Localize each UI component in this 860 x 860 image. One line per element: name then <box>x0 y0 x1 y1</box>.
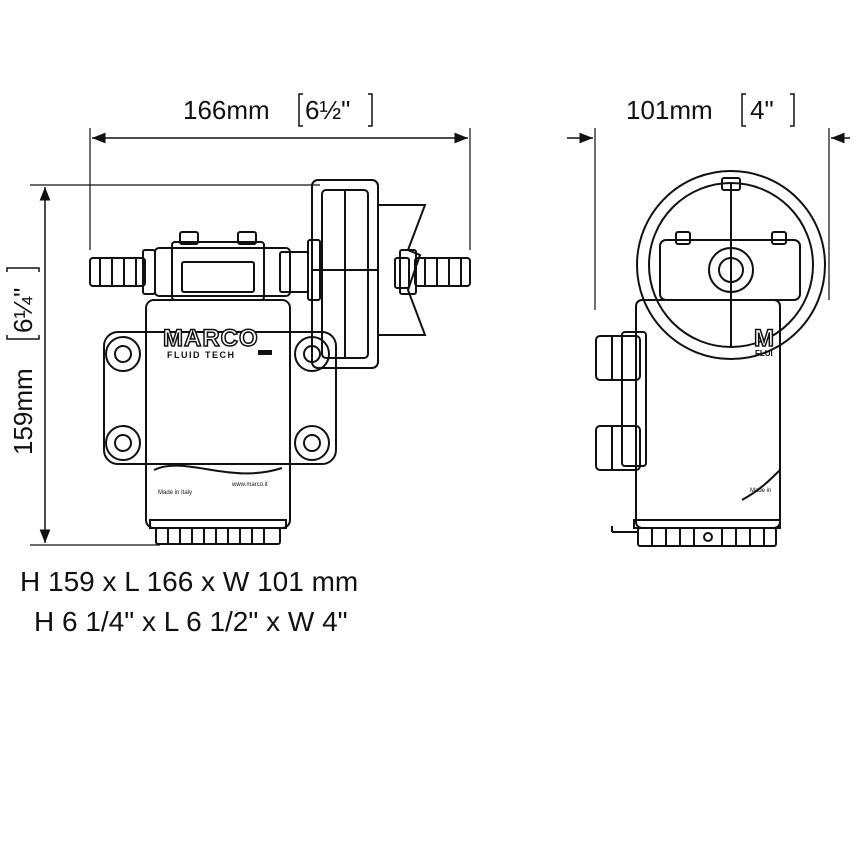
right-hose-barb <box>399 249 471 295</box>
svg-text:166mm: 166mm <box>183 95 270 125</box>
pump-head-block <box>659 231 801 301</box>
mounting-bracket <box>103 331 337 465</box>
svg-text:6½": 6½" <box>305 95 350 125</box>
motor-housing-side <box>611 299 781 547</box>
brand-logo-side: M FLUI Made in <box>750 324 775 494</box>
mounting-bracket-side <box>595 331 647 471</box>
end-cover-round <box>636 170 826 360</box>
caption-imperial: H 6 1/4" x L 6 1/2" x W 4" <box>34 606 348 637</box>
brand-logo: MARCO FLUID TECH Made in Italy www.marco… <box>158 324 272 496</box>
height-label: 159mm 6¼" <box>6 267 40 455</box>
svg-text:6¼": 6¼" <box>8 288 38 333</box>
svg-text:Made in: Made in <box>750 488 771 494</box>
caption-metric: H 159 x L 166 x W 101 mm <box>20 566 359 597</box>
svg-text:M: M <box>754 325 774 352</box>
svg-text:159mm: 159mm <box>8 368 38 455</box>
pump-head <box>154 231 309 301</box>
height-dimension-line <box>30 184 320 546</box>
svg-text:Made in Italy: Made in Italy <box>158 490 192 496</box>
width-dimension-line <box>567 128 850 310</box>
front-view <box>30 128 471 546</box>
width-label: 101mm 4" <box>626 93 795 127</box>
svg-text:4": 4" <box>750 95 774 125</box>
svg-text:FLUI: FLUI <box>755 349 773 358</box>
length-dimension-line <box>89 128 471 250</box>
svg-text:101mm: 101mm <box>626 95 713 125</box>
svg-text:FLUID TECH: FLUID TECH <box>167 350 236 360</box>
end-cover <box>307 179 427 369</box>
svg-text:MARCO: MARCO <box>163 325 259 352</box>
left-hose-barb <box>89 249 156 295</box>
length-label: 166mm 6½" <box>183 93 373 127</box>
side-view <box>567 128 850 547</box>
svg-text:www.marco.it: www.marco.it <box>231 482 268 488</box>
motor-housing <box>145 299 291 545</box>
